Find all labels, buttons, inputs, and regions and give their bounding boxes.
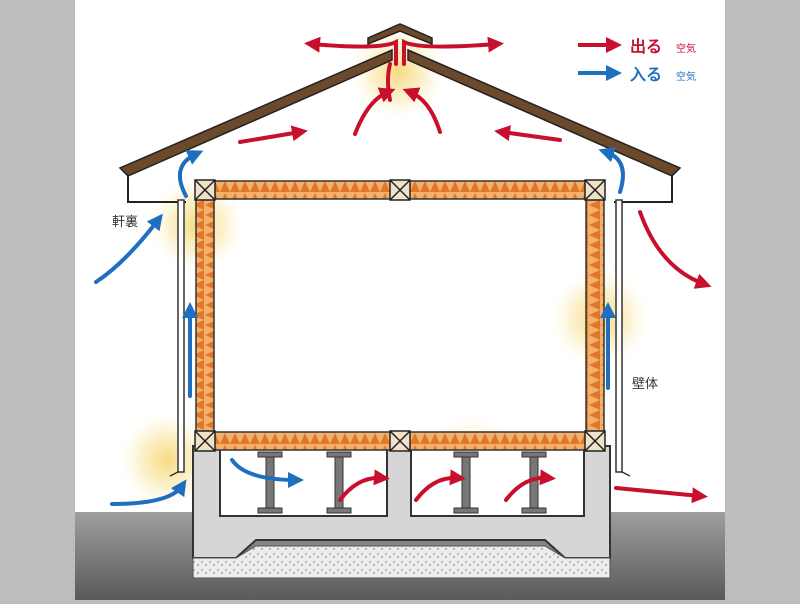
- legend: 出る 空気 入る 空気: [578, 37, 696, 84]
- outgoing-air-arrows: [238, 36, 712, 504]
- foundation: [192, 445, 611, 579]
- wall-label: 壁体: [632, 377, 658, 392]
- insulation-frame: [194, 179, 606, 452]
- legend-out-sub: 空気: [676, 42, 696, 55]
- incoming-air-arrows: [94, 146, 625, 506]
- eaves-label: 軒裏: [112, 215, 138, 230]
- legend-in-label: 入る: [630, 65, 662, 84]
- legend-in-sub: 空気: [676, 70, 696, 83]
- roof: [118, 23, 682, 203]
- exterior-walls: [169, 199, 631, 477]
- legend-out-label: 出る: [630, 37, 662, 56]
